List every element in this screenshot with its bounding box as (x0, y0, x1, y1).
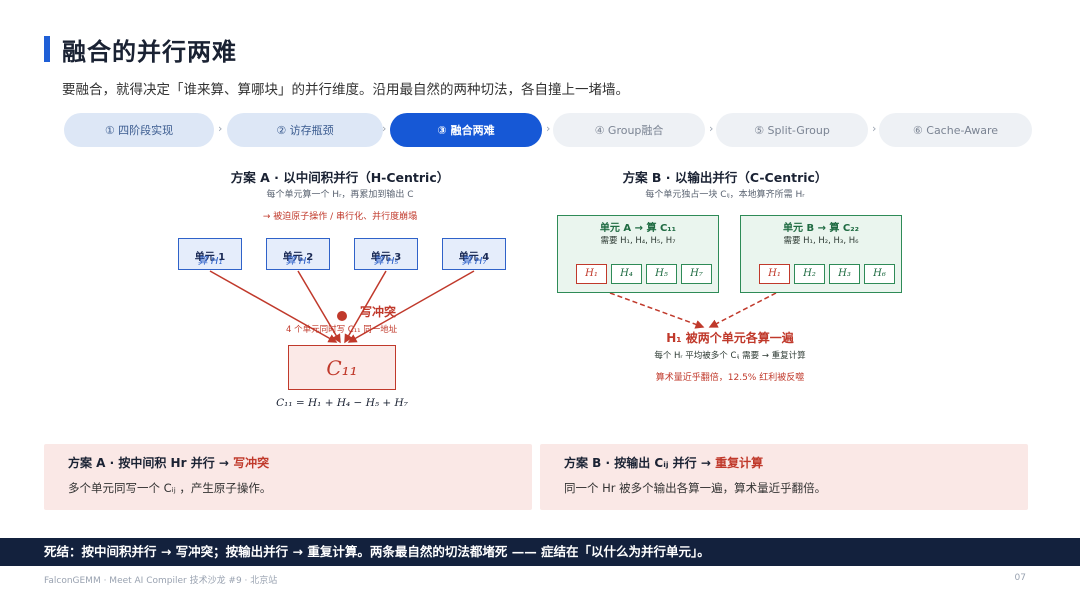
plan-b-summary-card: 方案 B · 按输出 Cᵢⱼ 并行 → 重复计算 同一个 Hr 被多个输出各算一… (540, 444, 1028, 510)
unit-2: 单元 2 算 H₄ (266, 238, 330, 270)
page-title: 融合的并行两难 (62, 38, 237, 66)
unit-label: 单元 3 (370, 252, 402, 263)
output-c11-box: C₁₁ (288, 345, 396, 390)
unit-a-title: 单元 A → 算 C₁₁ (599, 223, 677, 234)
h-cell-shared: H₁ (576, 264, 607, 284)
step-2-memory-bottleneck[interactable]: ② 访存瓶颈 (227, 113, 383, 147)
unit-compute: 算 H₄ (285, 256, 311, 267)
title-accent-bar (44, 36, 50, 62)
footer-text: FalconGEMM · Meet AI Compiler 技术沙龙 #9 · … (44, 576, 278, 586)
card-title-text: 方案 A · 按中间积 Hr 并行 → (68, 456, 234, 470)
unit-b-group: 单元 B → 算 C₂₂ 需要 H₁, H₂, H₃, H₆ H₁ H₂ H₃ … (740, 215, 902, 293)
write-conflict-note: 4 个单元同时写 C₁₁ 同一地址 (286, 325, 398, 335)
chevron-right-icon: › (546, 122, 551, 135)
card-title: 方案 A · 按中间积 Hr 并行 → 写冲突 (68, 454, 269, 471)
conflict-dot-icon (337, 311, 347, 321)
h-cell: H₇ (681, 264, 712, 284)
unit-compute: 算 H₁ (197, 256, 223, 267)
unit-3: 单元 3 算 H₅ (354, 238, 418, 270)
unit-a-group: 单元 A → 算 C₁₁ 需要 H₁, H₄, H₅, H₇ H₁ H₄ H₅ … (557, 215, 719, 293)
chevron-right-icon: › (709, 122, 714, 135)
step-4-group-fusion[interactable]: ④ Group融合 (553, 113, 705, 147)
unit-compute: 算 H₅ (373, 256, 399, 267)
unit-label: 单元 1 (194, 252, 226, 263)
page-subtitle: 要融合，就得决定「谁来算、算哪块」的并行维度。沿用最自然的两种切法，各自撞上一堵… (62, 82, 629, 98)
plan-b-title: 方案 B · 以输出并行（C-Centric） (622, 170, 828, 185)
c11-formula: C₁₁ = H₁ + H₄ − H₅ + H₇ (276, 397, 408, 409)
chevron-right-icon: › (872, 122, 877, 135)
card-title-highlight: 写冲突 (233, 456, 270, 470)
card-title-text: 方案 B · 按输出 Cᵢⱼ 并行 → (564, 456, 716, 470)
h-cell: H₄ (611, 264, 642, 284)
page-number: 07 (1014, 573, 1026, 583)
unit-b-title: 单元 B → 算 C₂₂ (782, 223, 860, 234)
h-cell-shared: H₁ (759, 264, 790, 284)
plan-a-warning: → 被迫原子操作 / 串行化、并行度崩塌 (262, 212, 418, 222)
card-body: 同一个 Hr 被多个输出各算一遍，算术量近乎翻倍。 (564, 481, 827, 495)
unit-compute: 算 H₇ (461, 256, 487, 267)
step-1-four-phase[interactable]: ① 四阶段实现 (64, 113, 214, 147)
h-cell: H₅ (646, 264, 677, 284)
step-6-cache-aware[interactable]: ⑥ Cache-Aware (879, 113, 1032, 147)
step-3-fusion-dilemma[interactable]: ③ 融合两难 (390, 113, 542, 147)
card-title: 方案 B · 按输出 Cᵢⱼ 并行 → 重复计算 (564, 454, 763, 471)
unit-a-needs: 需要 H₁, H₄, H₅, H₇ (600, 236, 676, 246)
unit-1: 单元 1 算 H₁ (178, 238, 242, 270)
h-cell: H₂ (794, 264, 825, 284)
write-conflict-label: 写冲突 (360, 305, 397, 319)
recompute-arrow-a (609, 292, 705, 329)
chevron-right-icon: › (382, 122, 387, 135)
plan-a-subtitle: 每个单元算一个 Hᵣ，再累加到输出 C (266, 190, 414, 200)
plan-a-title: 方案 A · 以中间积并行（H-Centric） (230, 170, 450, 185)
unit-4: 单元 4 算 H₇ (442, 238, 506, 270)
plan-a-summary-card: 方案 A · 按中间积 Hr 并行 → 写冲突 多个单元同写一个 Cᵢⱼ ，产生… (44, 444, 532, 510)
unit-b-needs: 需要 H₁, H₂, H₃, H₆ (783, 236, 859, 246)
card-body: 多个单元同写一个 Cᵢⱼ ，产生原子操作。 (68, 481, 272, 495)
unit-label: 单元 2 (282, 252, 314, 263)
h-cell: H₃ (829, 264, 860, 284)
chevron-right-icon: › (218, 122, 223, 135)
conclusion-banner: 死结：按中间积并行 → 写冲突；按输出并行 → 重复计算。两条最自然的切法都堵死… (0, 538, 1080, 566)
unit-label: 单元 4 (458, 252, 490, 263)
recompute-subtitle: 每个 Hᵣ 平均被多个 Cᵢⱼ 需要 → 重复计算 (654, 351, 806, 361)
step-5-split-group[interactable]: ⑤ Split-Group (716, 113, 868, 147)
recompute-arrow-b (708, 292, 777, 328)
h-cell: H₆ (864, 264, 895, 284)
plan-b-subtitle: 每个单元独占一块 Cᵢⱼ，本地算齐所需 Hᵣ (645, 190, 805, 200)
recompute-label: H₁ 被两个单元各算一遍 (666, 331, 794, 345)
recompute-note: 算术量近乎翻倍，12.5% 红利被反噬 (655, 373, 805, 383)
card-title-highlight: 重复计算 (715, 456, 764, 470)
step-navigation: ① 四阶段实现 › ② 访存瓶颈 › ③ 融合两难 › ④ Group融合 › … (64, 113, 1032, 147)
